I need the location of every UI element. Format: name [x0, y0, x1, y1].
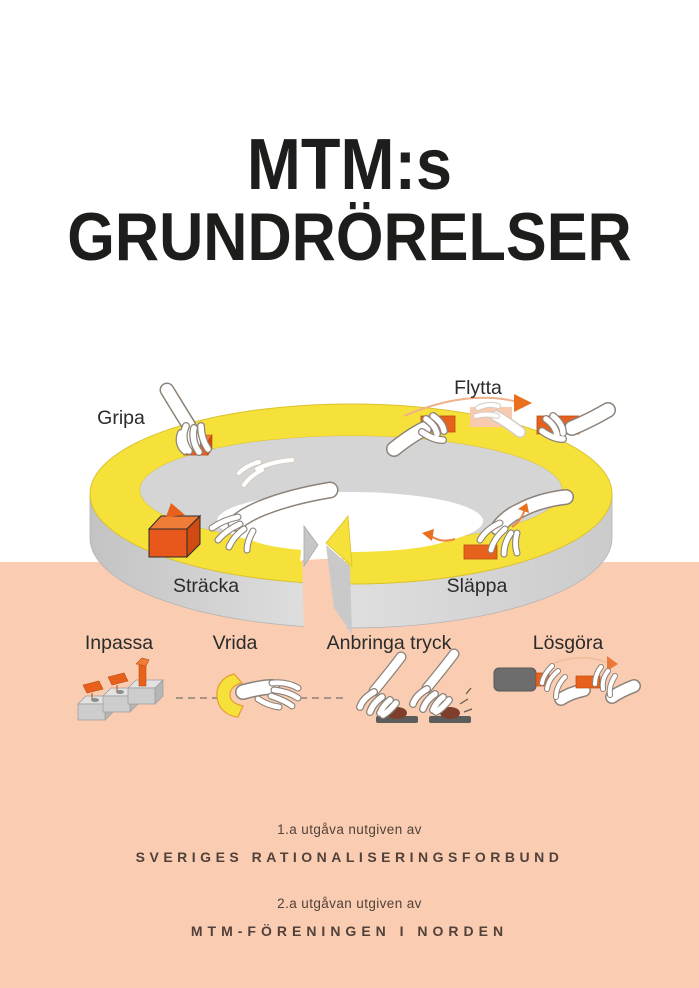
label-losgora: Lösgöra — [532, 632, 604, 654]
stracka-cube-front — [148, 528, 188, 558]
inpassa-block1-front — [77, 703, 106, 721]
gripa-illustration — [159, 382, 213, 456]
credit-second-publisher: MTM-FÖRENINGEN I NORDEN — [190, 923, 509, 939]
inpassa-block2-hole — [116, 690, 124, 694]
vrida-yellow-cuff — [216, 673, 244, 718]
slappa-arrow-left — [430, 535, 456, 542]
flytta-motion-arc — [403, 396, 515, 417]
stracka-cube-side — [186, 514, 201, 559]
ring-gap-tip-sideface — [326, 545, 352, 634]
stracka-arrowhead — [166, 503, 185, 517]
label-slappa: Släppa — [446, 575, 508, 597]
label-gripa: Gripa — [97, 407, 145, 429]
inpassa-chip2 — [107, 672, 129, 686]
ring-floor-highlight-2 — [245, 516, 455, 552]
losgora-motion-arc — [553, 656, 609, 664]
title-line-2: GRUNDRÖRELSER — [67, 199, 632, 275]
label-inpassa: Inpassa — [84, 632, 154, 654]
losgora-handle — [493, 667, 537, 692]
ring-gap-arrow-tip — [325, 514, 353, 567]
inpassa-chip1 — [82, 680, 104, 694]
flytta-arrowhead — [514, 394, 532, 412]
slappa-illustration — [422, 489, 574, 560]
inpassa-pin3-cap — [135, 657, 150, 667]
title-line-1: MTM:s — [246, 125, 453, 205]
vrida-illustration — [176, 673, 348, 718]
inpassa-pin3 — [138, 663, 147, 687]
label-stracka: Sträcka — [172, 575, 240, 597]
credit-second-edition: 2.a utgåvan utgiven av — [277, 896, 422, 911]
slappa-arrowhead-left — [422, 529, 434, 541]
inpassa-block3-front — [127, 687, 156, 705]
inpassa-block2-front — [102, 695, 131, 713]
anbringa-tryck-illustration — [356, 648, 473, 723]
inpassa-block1-hole — [91, 698, 99, 702]
label-flytta: Flytta — [454, 377, 502, 399]
label-anbringa-tryck: Anbringa tryck — [326, 632, 452, 654]
losgora-arrowhead — [607, 656, 618, 671]
anbringa-knob2-bar — [429, 716, 471, 723]
stracka-illustration — [147, 457, 339, 559]
anbringa-knob1-bar — [376, 716, 418, 723]
losgora-illustration — [493, 656, 641, 706]
anbringa-effort-marks — [459, 687, 473, 713]
slappa-arrowhead-right — [518, 503, 529, 513]
label-vrida: Vrida — [212, 632, 258, 654]
peach-background-band — [0, 562, 699, 988]
flytta-illustration — [386, 394, 616, 457]
inpassa-illustration — [77, 657, 164, 721]
credit-first-edition: 1.a utgåva nutgiven av — [277, 822, 422, 837]
ring-gap-left-endface — [303, 524, 319, 568]
credit-first-publisher: SVERIGES RATIONALISERINGSFORBUND — [135, 849, 564, 865]
